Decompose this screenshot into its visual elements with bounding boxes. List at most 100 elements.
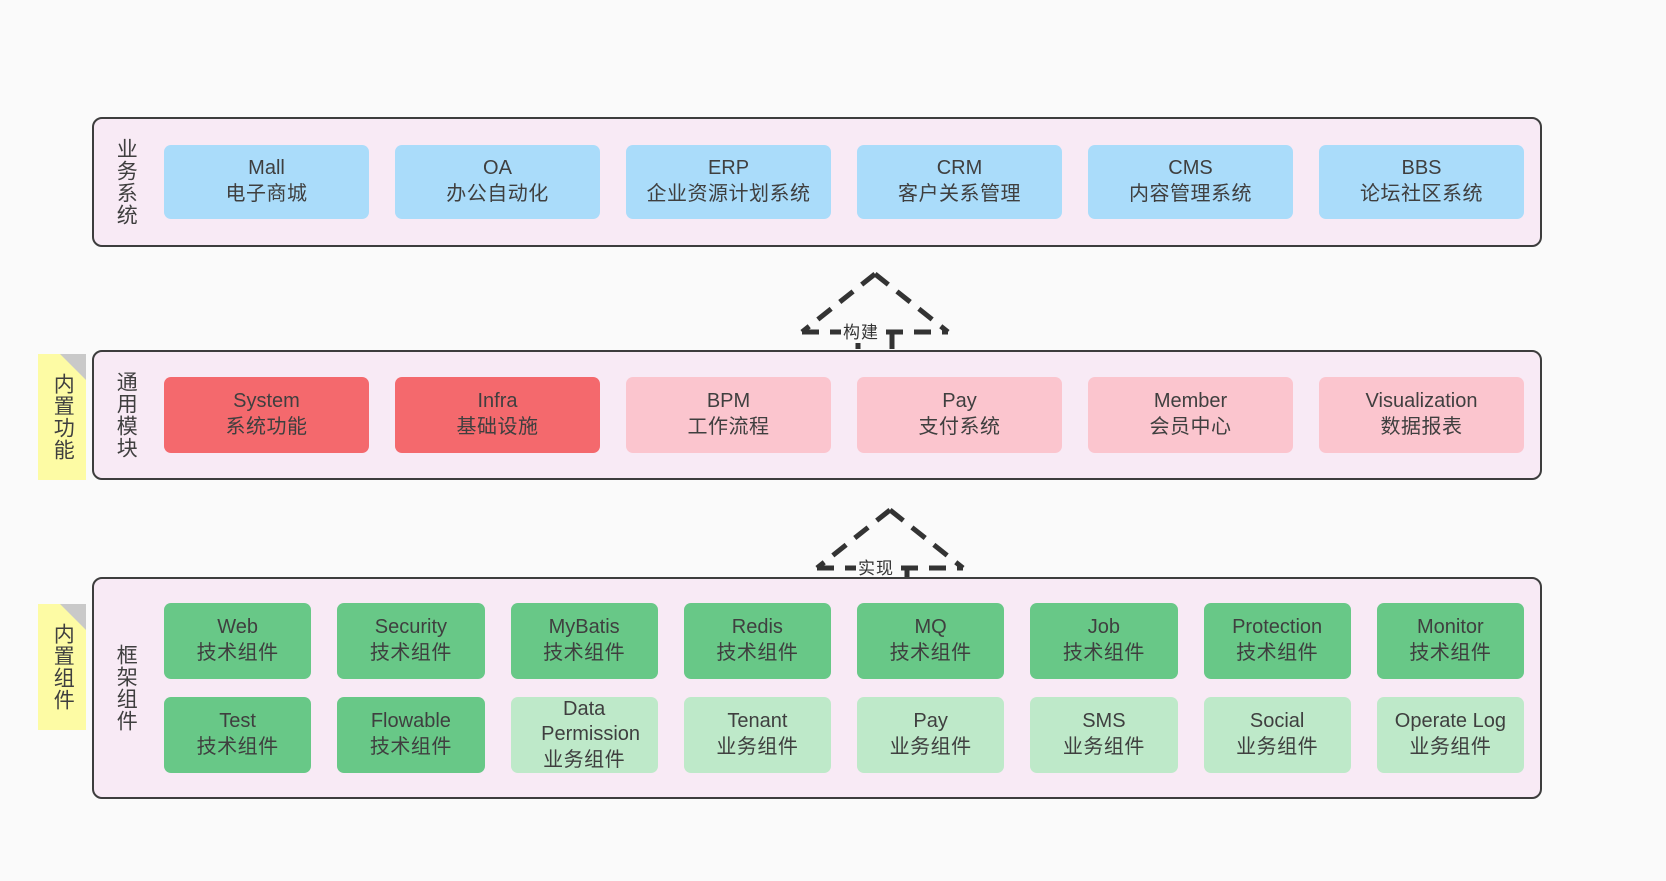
node-subtitle: 业务组件 xyxy=(716,736,799,758)
node-data-permission[interactable]: Data Permission 业务组件 xyxy=(510,697,658,773)
node-cms[interactable]: CMS 内容管理系统 xyxy=(1088,145,1293,219)
layer-row: Test 技术组件 Flowable 技术组件 Data Permission … xyxy=(164,697,1524,773)
node-operate-log[interactable]: Operate Log 业务组件 xyxy=(1376,697,1524,773)
node-title: MQ xyxy=(914,616,947,639)
node-subtitle: 技术组件 xyxy=(889,642,972,664)
node-subtitle: 电子商城 xyxy=(225,183,308,205)
layer-body-framework-components: Web 技术组件 Security 技术组件 MyBatis 技术组件 Redi… xyxy=(148,579,1540,797)
node-pay-component[interactable]: Pay 业务组件 xyxy=(857,697,1005,773)
node-title: Security xyxy=(374,616,447,639)
node-title: Member xyxy=(1153,390,1228,413)
node-title: Protection xyxy=(1232,616,1323,639)
node-title: CMS xyxy=(1168,157,1213,180)
note-builtin-components: 内置组件 xyxy=(38,604,86,730)
node-subtitle: 技术组件 xyxy=(543,642,626,664)
node-tenant[interactable]: Tenant 业务组件 xyxy=(683,697,831,773)
node-title: OA xyxy=(483,157,512,180)
node-title: BPM xyxy=(706,390,751,413)
layer-body-business-systems: Mall 电子商城 OA 办公自动化 ERP 企业资源计划系统 CRM 客户关系… xyxy=(148,119,1540,245)
node-web[interactable]: Web 技术组件 xyxy=(164,603,312,679)
node-erp[interactable]: ERP 企业资源计划系统 xyxy=(626,145,831,219)
node-title: ERP xyxy=(707,157,750,180)
node-visualization[interactable]: Visualization 数据报表 xyxy=(1319,377,1524,453)
node-infra[interactable]: Infra 基础设施 xyxy=(395,377,600,453)
node-subtitle: 技术组件 xyxy=(1236,642,1319,664)
connector-implement: 实现 xyxy=(815,508,965,598)
node-security[interactable]: Security 技术组件 xyxy=(337,603,485,679)
node-test[interactable]: Test 技术组件 xyxy=(164,697,312,773)
node-subtitle: 数据报表 xyxy=(1380,416,1463,438)
node-subtitle: 论坛社区系统 xyxy=(1360,183,1483,205)
node-subtitle: 系统功能 xyxy=(225,416,308,438)
node-title: Flowable xyxy=(370,710,451,733)
node-subtitle: 技术组件 xyxy=(1062,642,1145,664)
node-mybatis[interactable]: MyBatis 技术组件 xyxy=(510,603,658,679)
folded-corner-icon xyxy=(60,354,86,380)
node-subtitle: 技术组件 xyxy=(1409,642,1492,664)
connector-build: 构建 xyxy=(800,272,950,362)
node-social[interactable]: Social 业务组件 xyxy=(1203,697,1351,773)
layer-title-common-modules: 通用模块 xyxy=(114,371,138,459)
node-subtitle: 支付系统 xyxy=(918,416,1001,438)
node-bbs[interactable]: BBS 论坛社区系统 xyxy=(1319,145,1524,219)
layer-common-modules: 通用模块 System 系统功能 Infra 基础设施 BPM 工作流程 Pay… xyxy=(92,350,1542,480)
node-subtitle: 办公自动化 xyxy=(446,183,549,205)
node-title: Pay xyxy=(942,390,977,413)
node-subtitle: 技术组件 xyxy=(196,642,279,664)
node-subtitle: 技术组件 xyxy=(196,736,279,758)
layer-title-framework-components: 框架组件 xyxy=(114,644,138,732)
node-subtitle: 客户关系管理 xyxy=(898,183,1021,205)
node-mq[interactable]: MQ 技术组件 xyxy=(857,603,1005,679)
layer-title-business-systems: 业务系统 xyxy=(114,138,138,226)
node-protection[interactable]: Protection 技术组件 xyxy=(1203,603,1351,679)
node-subtitle: 业务组件 xyxy=(1062,736,1145,758)
node-mall[interactable]: Mall 电子商城 xyxy=(164,145,369,219)
node-title: Test xyxy=(219,710,256,733)
node-title: Pay xyxy=(913,710,948,733)
node-subtitle: 业务组件 xyxy=(889,736,972,758)
node-oa[interactable]: OA 办公自动化 xyxy=(395,145,600,219)
node-subtitle: 技术组件 xyxy=(369,736,452,758)
node-subtitle: 内容管理系统 xyxy=(1129,183,1252,205)
node-subtitle: 会员中心 xyxy=(1149,416,1232,438)
layer-row: Mall 电子商城 OA 办公自动化 ERP 企业资源计划系统 CRM 客户关系… xyxy=(164,145,1524,219)
layer-row: System 系统功能 Infra 基础设施 BPM 工作流程 Pay 支付系统… xyxy=(164,377,1524,453)
node-title: BBS xyxy=(1401,157,1442,180)
node-system[interactable]: System 系统功能 xyxy=(164,377,369,453)
node-job[interactable]: Job 技术组件 xyxy=(1030,603,1178,679)
note-label: 内置组件 xyxy=(51,623,75,711)
connector-implement-label: 实现 xyxy=(856,554,896,579)
node-title: Mall xyxy=(248,157,285,180)
node-bpm[interactable]: BPM 工作流程 xyxy=(626,377,831,453)
generalization-arrow-icon xyxy=(800,272,950,360)
node-title: System xyxy=(233,390,300,413)
node-member[interactable]: Member 会员中心 xyxy=(1088,377,1293,453)
node-subtitle: 技术组件 xyxy=(716,642,799,664)
node-subtitle: 业务组件 xyxy=(1409,736,1492,758)
note-label: 内置功能 xyxy=(51,373,75,461)
node-subtitle: 业务组件 xyxy=(543,748,626,771)
node-monitor[interactable]: Monitor 技术组件 xyxy=(1376,603,1524,679)
node-redis[interactable]: Redis 技术组件 xyxy=(683,603,831,679)
layer-body-common-modules: System 系统功能 Infra 基础设施 BPM 工作流程 Pay 支付系统… xyxy=(148,352,1540,478)
node-crm[interactable]: CRM 客户关系管理 xyxy=(857,145,1062,219)
node-title: CRM xyxy=(936,157,983,180)
node-subtitle: 工作流程 xyxy=(687,416,770,438)
node-title: Tenant xyxy=(727,710,788,733)
node-sms[interactable]: SMS 业务组件 xyxy=(1030,697,1178,773)
connector-build-label: 构建 xyxy=(841,318,881,343)
node-flowable[interactable]: Flowable 技术组件 xyxy=(337,697,485,773)
node-title: Visualization xyxy=(1365,390,1478,413)
layer-framework-components: 框架组件 Web 技术组件 Security 技术组件 MyBatis 技术组件… xyxy=(92,577,1542,799)
layer-row: Web 技术组件 Security 技术组件 MyBatis 技术组件 Redi… xyxy=(164,603,1524,679)
node-title: SMS xyxy=(1082,710,1126,733)
node-title: Infra xyxy=(477,390,518,413)
node-subtitle: 企业资源计划系统 xyxy=(646,183,811,205)
folded-corner-icon xyxy=(60,604,86,630)
node-subtitle: 基础设施 xyxy=(456,416,539,438)
node-pay[interactable]: Pay 支付系统 xyxy=(857,377,1062,453)
layer-business-systems: 业务系统 Mall 电子商城 OA 办公自动化 ERP 企业资源计划系统 CRM… xyxy=(92,117,1542,247)
node-title: Social xyxy=(1249,710,1305,733)
node-title: Operate Log xyxy=(1394,710,1506,733)
node-title: MyBatis xyxy=(548,616,620,639)
